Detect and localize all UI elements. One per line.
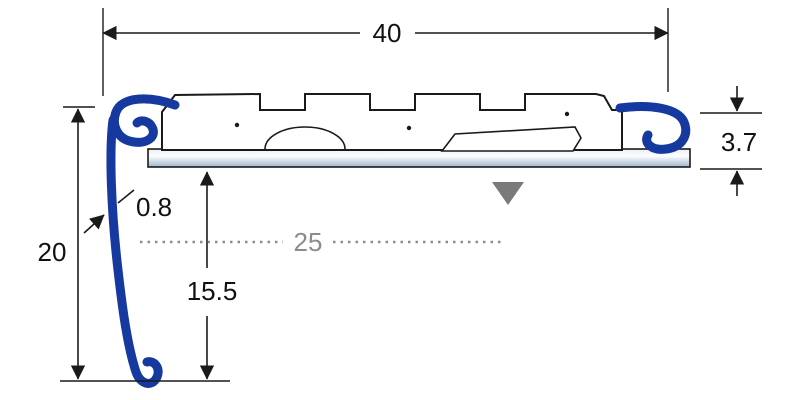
tread-underside-strip: [147, 148, 691, 168]
rivet-dot-right: [564, 111, 570, 117]
dim-label-edge-height: 3.7: [721, 127, 757, 157]
dimension-overall-width: 40: [102, 8, 669, 96]
dim-label-inner-depth: 15.5: [187, 276, 238, 306]
profile-right-hook: [615, 102, 691, 154]
leader-arrow: [83, 214, 105, 234]
dim-label-overall-width: 40: [373, 18, 402, 48]
tread-rib-bump: [264, 126, 346, 150]
dimension-center-distance: 25: [140, 227, 505, 257]
dim-label-center-distance: 25: [294, 227, 323, 257]
position-marker-triangle: [492, 182, 524, 205]
rivet-dot-left: [234, 122, 240, 128]
dimension-inner-depth: 15.5: [187, 171, 238, 380]
dimension-material-thickness: 0.8: [83, 189, 172, 234]
dimension-edge-height: 3.7: [700, 86, 762, 196]
dimension-front-leg-drop: 20: [38, 106, 230, 382]
dim-label-front-leg-drop: 20: [38, 237, 67, 267]
leader-tail: [117, 189, 135, 204]
rivet-dot-middle: [406, 125, 412, 131]
tread-slot: [440, 126, 582, 152]
dim-label-material-thickness: 0.8: [136, 192, 172, 222]
profile-front-leg: [106, 115, 163, 388]
profile-left-curl: [109, 94, 180, 147]
